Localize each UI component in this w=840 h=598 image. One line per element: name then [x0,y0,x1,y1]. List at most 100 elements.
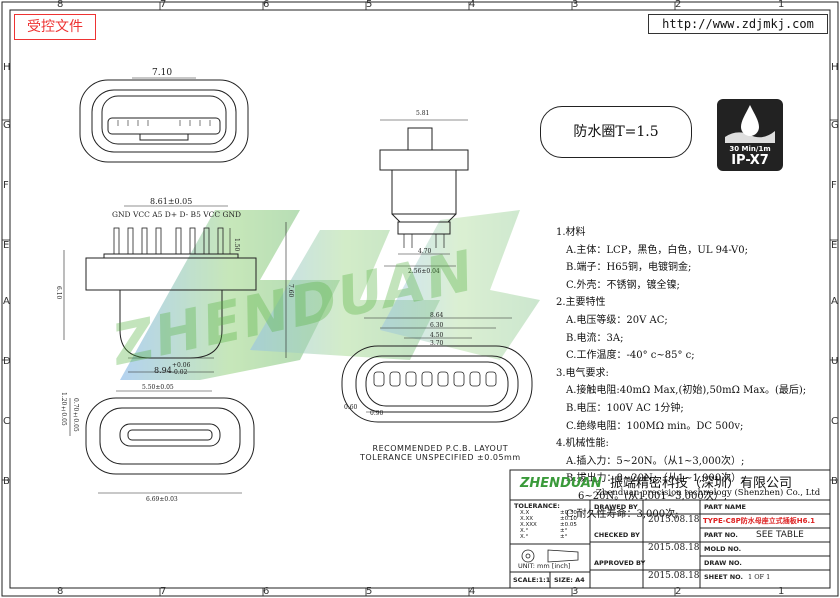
note-line: A.主体：LCP，黑色，白色，UL 94-V0; [566,244,748,256]
tolerance-value: ±° [560,534,568,540]
company-logo: ZHENDUAN [520,476,602,491]
dim-front-height-b: 7.60 [287,284,294,298]
note-line: C.绝缘电阻：100MΩ min。DC 500v; [566,420,744,432]
dim-bottom-a: 5.50±0.05 [142,384,174,391]
zone-left-f: F [3,180,9,191]
dim-front-bottom: 8.94 [154,366,172,375]
zone-left-g: G [3,120,11,131]
zone-bottom-4: 4 [469,586,476,597]
zone-top-7: 7 [160,0,167,10]
projection-symbol [521,549,579,563]
tolerance-key: X.XX [520,516,534,522]
zone-top-1: 1 [778,0,785,10]
dim-front-height-a: 6.10 [55,286,62,300]
zone-bottom-6: 6 [263,586,270,597]
zone-top-5: 5 [366,0,373,10]
zone-bottom-1: 1 [778,586,785,597]
tolerance-row: X.XXX ±0.05 [520,522,588,528]
approved-date: 2015.08.18 [648,571,700,581]
note-line: A.插入力：5~20N。（从1~3,000次）; [566,455,745,467]
zone-bottom-3: 3 [572,586,579,597]
dim-pcb-a: 8.64 [430,312,444,319]
tolerance-row: X.XX ±0.10 [520,516,588,522]
part-name-label: PART NAME [704,503,746,511]
company-name-cn: 振端精密科技（深圳）有限公司 [610,476,793,491]
tolerance-key: X.X [520,510,530,516]
waterproof-ring-label: 防水圈T=1.5 [540,106,692,158]
dim-pcb-c: 4.50 [430,332,444,339]
note-line: C.工作温度：-40° c~85° c; [566,350,695,362]
zone-top-2: 2 [675,0,682,10]
zone-top-3: 3 [572,0,579,10]
zone-top-8: 8 [57,0,64,10]
zone-right-f: F [831,180,837,191]
note-line: C.耐久性寿命：3,000次; [566,508,679,520]
tolerance-label: TOLERANCE: [514,502,560,510]
checked-by-label: CHECKED BY [594,531,640,539]
zone-right-u: U [831,356,839,367]
top-view [79,77,249,163]
zone-top-6: 6 [263,0,270,10]
dim-side-bottom-b: 2.56±0.04 [408,268,440,275]
dim-bottom-b: 6.69±0.03 [146,496,178,503]
note-line: 4.机械性能: [556,438,609,450]
dim-pcb-f: 0.90 [370,410,384,417]
side-view [379,119,469,267]
drawed-by-label: DRAWED BY [594,503,638,511]
note-line: A.接触电阻:40mΩ Max,(初始),50mΩ Max。(最后); [566,385,807,397]
tolerance-key: X.° [520,528,529,534]
approved-by-label: APPROVED BY [594,559,646,567]
zone-bottom-5: 5 [366,586,373,597]
water-drop-icon [725,105,775,143]
zone-left-d: D [3,356,11,367]
tolerance-value: ±0.10 [560,516,577,522]
bottom-view [69,390,255,494]
dim-front-tol-plus: +0.06 [172,362,191,369]
tolerance-key: X.XXX [520,522,537,528]
website-url[interactable]: http://www.zdjmkj.com [648,14,828,34]
note-line: C.外壳：不锈钢，镀全镍; [566,279,680,291]
specification-notes: 1.材料 A.主体：LCP，黑色，白色，UL 94-V0; B.端子：H65铜，电镀… [556,224,826,523]
note-line: 1.材料 [556,227,586,238]
title-block-frame [509,469,831,589]
mold-no-label: MOLD NO. [704,545,742,553]
zone-left-e: E [3,240,10,251]
controlled-document-stamp: 受控文件 [14,14,96,40]
pin-labels: GND VCC A5 D+ D- B5 VCC GND [112,210,242,219]
zone-right-b: B [831,476,838,487]
inner-frame [9,9,831,589]
unit-label: UNIT: mm [inch] [518,562,571,570]
part-name-value: TYPE-C8P防水母座立式插板H6.1 [703,517,816,525]
zone-left-h: H [3,62,11,73]
tolerance-row: X.°±° [520,534,588,540]
note-line: B.端子：H65铜，电镀铜金; [566,262,692,274]
dim-front-overall: 8.61±0.05 [150,197,193,206]
company-name-en: Zhenduan precision technology (Shenzhen)… [596,488,821,498]
note-line: 6~20N。(从1,001~3,000次）; [578,490,728,502]
sheet-no-label: SHEET NO. [704,573,743,581]
pcb-layout [341,317,533,423]
dim-bottom-d: 0.70±0.05 [72,398,79,432]
dim-pcb-d: 3.70 [430,340,444,347]
pcb-caption-line2: TOLERANCE UNSPECIFIED ±0.05mm [360,453,521,462]
pcb-pads [373,371,497,387]
zone-bottom-7: 7 [160,586,167,597]
tolerance-row: X.X±0.30 [520,510,588,516]
zone-left-a: A [3,296,10,307]
part-no-value: SEE TABLE [756,530,804,540]
pcb-caption: RECOMMENDED P.C.B. LAYOUT TOLERANCE UNSP… [360,444,521,462]
watermark-logo [120,210,540,380]
tolerance-value: ±0.05 [560,522,577,528]
draw-no-label: DRAW NO. [704,559,742,567]
sheet-no-value: 1 OF 1 [748,573,771,581]
note-line: B.电流：3A; [566,332,624,344]
dim-side-width: 5.81 [416,110,430,117]
note-line: 3.电气要求: [556,367,609,379]
dim-front-pin-gap: 1.50 [233,238,240,252]
zone-top-4: 4 [469,0,476,10]
note-line: B.拔出力：8~20N。（从1~1,000次）; [566,473,745,485]
tolerance-value: ±° [560,528,568,534]
